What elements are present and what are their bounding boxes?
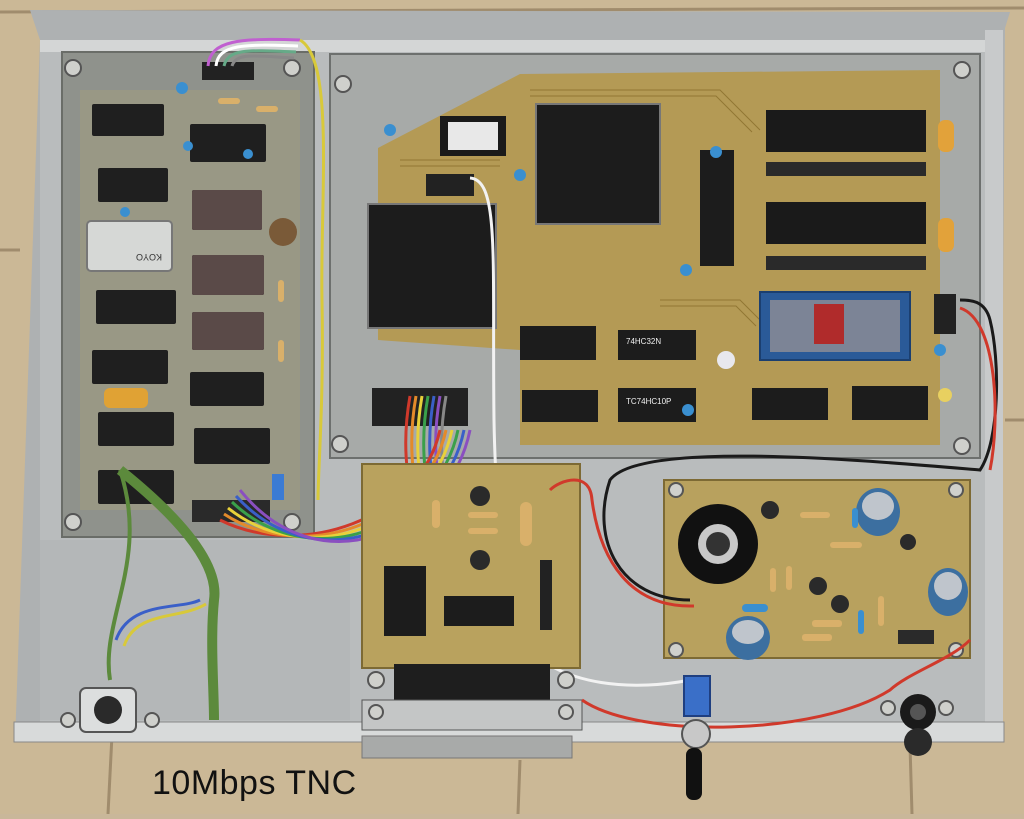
left-logic-board: KOYO	[61, 37, 315, 538]
din-connector	[60, 466, 220, 733]
power-jack	[880, 694, 954, 756]
toggle-switch	[681, 675, 711, 800]
svg-text:74HC32N: 74HC32N	[626, 337, 661, 346]
power-wires	[548, 298, 999, 729]
power-board	[663, 479, 971, 660]
interface-board	[361, 463, 583, 759]
cpu-board: 74HC32N TC74HC10P	[329, 53, 981, 459]
photo-caption: 10Mbps TNC	[152, 764, 357, 802]
svg-text:KOYO: KOYO	[136, 252, 162, 262]
svg-text:TC74HC10P: TC74HC10P	[626, 397, 671, 406]
yellow-wire	[299, 38, 325, 501]
